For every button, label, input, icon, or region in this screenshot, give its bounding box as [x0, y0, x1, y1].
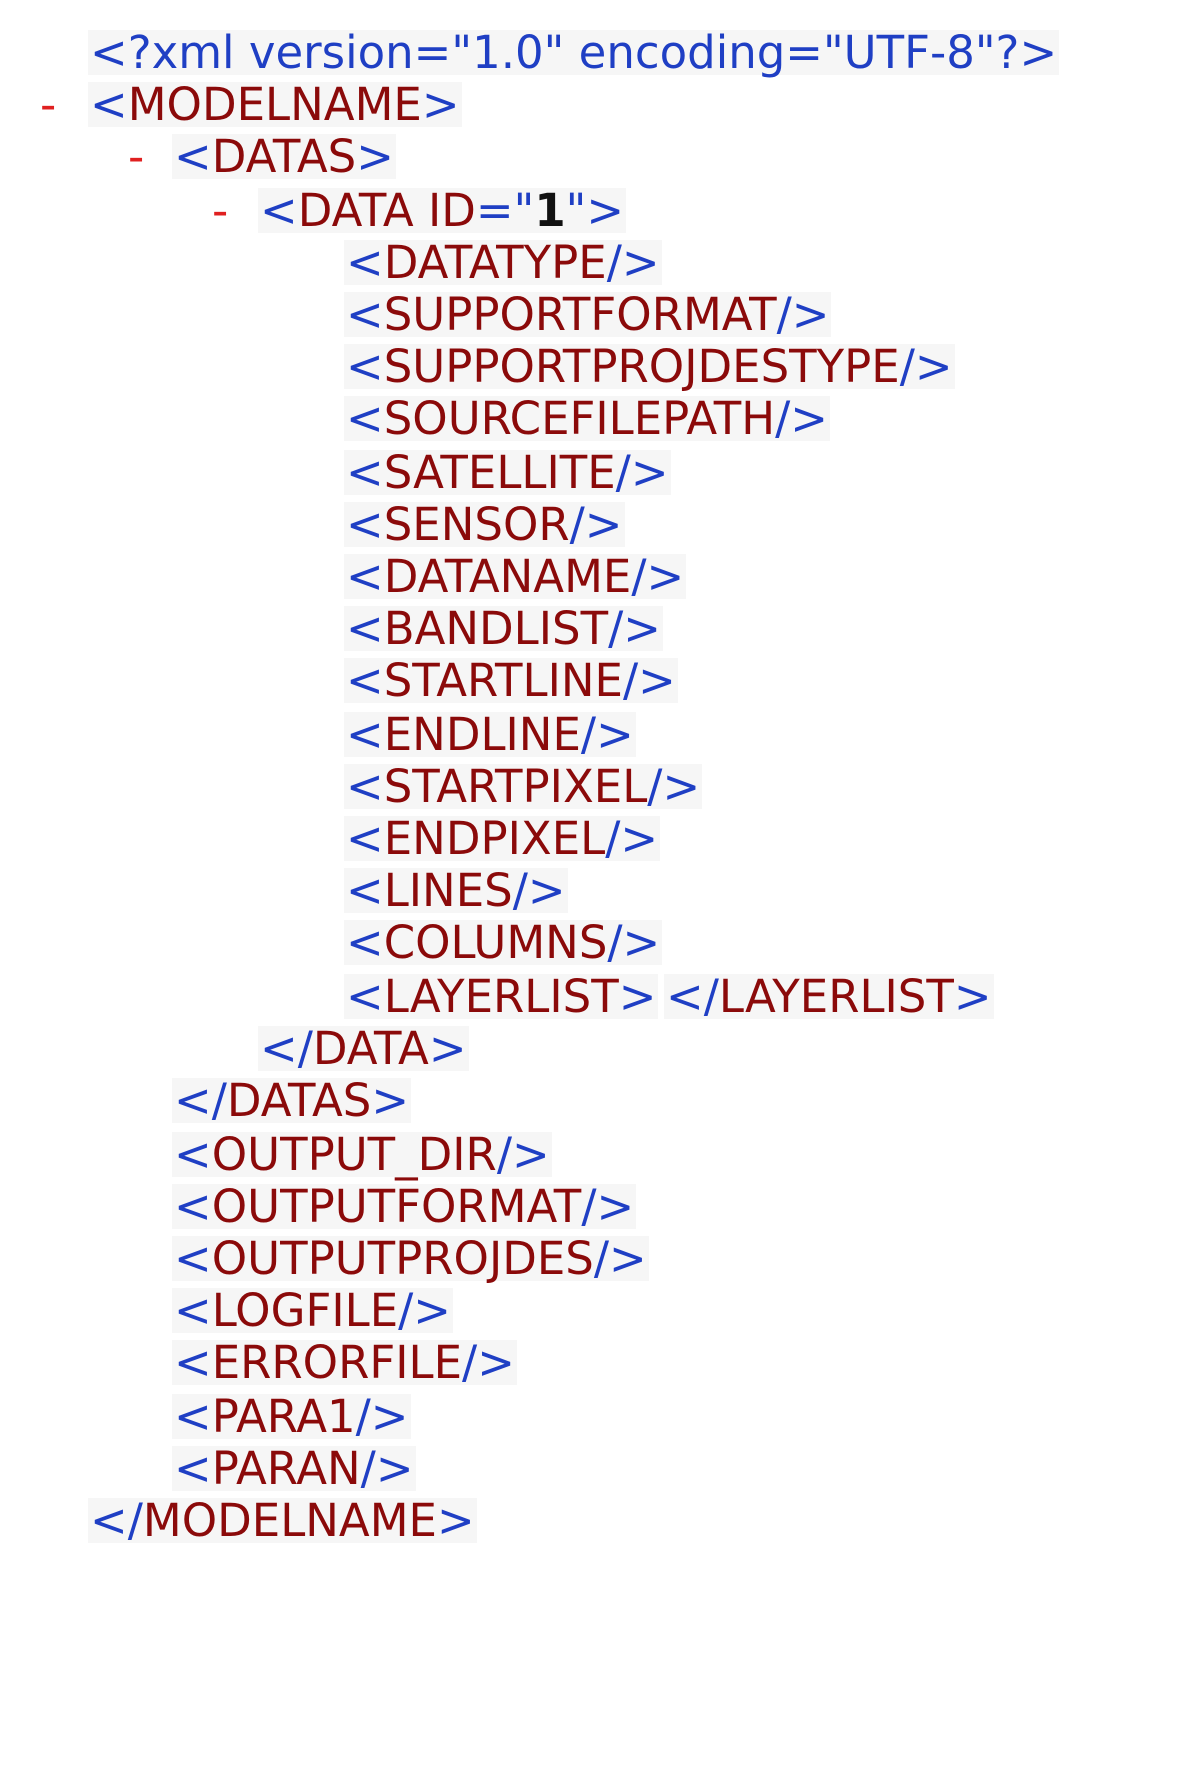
- xml-declaration: <?xml version="1.0" encoding="UTF-8"?>: [88, 26, 1060, 79]
- data-close-tag-name: DATA: [312, 1022, 429, 1075]
- self-closing-tag[interactable]: <ERRORFILE/>: [172, 1336, 517, 1389]
- data-attr-name: ID: [427, 184, 476, 237]
- tag-name: ENDLINE: [383, 708, 581, 761]
- modelname-close-tag-name: MODELNAME: [142, 1494, 437, 1547]
- collapse-datas-toggle[interactable]: -: [128, 130, 145, 183]
- modelname-close-tag[interactable]: </MODELNAME>: [88, 1494, 477, 1547]
- tag-name: PARA1: [211, 1390, 356, 1443]
- tag-name: SUPPORTPROJDESTYPE: [383, 340, 900, 393]
- tag-name: SATELLITE: [383, 446, 616, 499]
- tag-name: DATATYPE: [383, 236, 607, 289]
- tag-name: OUTPUTPROJDES: [211, 1232, 594, 1285]
- tag-name: STARTPIXEL: [383, 760, 648, 813]
- tag-name: SOURCEFILEPATH: [383, 392, 776, 445]
- tag-name: COLUMNS: [383, 916, 608, 969]
- self-closing-tag[interactable]: <OUTPUT_DIR/>: [172, 1128, 552, 1181]
- datas-tag-name: DATAS: [211, 130, 357, 183]
- data-close-tag[interactable]: </DATA>: [258, 1022, 469, 1075]
- tag-name: OUTPUTFORMAT: [211, 1180, 582, 1233]
- self-closing-tag[interactable]: <OUTPUTPROJDES/>: [172, 1232, 649, 1285]
- layerlist-close-tag-name: LAYERLIST: [718, 970, 954, 1023]
- modelname-tag-name: MODELNAME: [127, 78, 422, 131]
- tag-name: DATANAME: [383, 550, 632, 603]
- layerlist-close-tag[interactable]: </LAYERLIST>: [664, 970, 994, 1023]
- datas-close-tag[interactable]: </DATAS>: [172, 1074, 412, 1127]
- data-open-tag[interactable]: <DATA ID="1">: [258, 184, 627, 237]
- tag-name: LINES: [383, 864, 513, 917]
- self-closing-tag[interactable]: <STARTLINE/>: [344, 654, 678, 707]
- data-attr-value: 1: [534, 184, 566, 237]
- self-closing-tag[interactable]: <OUTPUTFORMAT/>: [172, 1180, 637, 1233]
- data-tag-name: DATA: [297, 184, 414, 237]
- layerlist-open-tag[interactable]: <LAYERLIST>: [344, 970, 659, 1023]
- self-closing-tag[interactable]: <DATATYPE/>: [344, 236, 662, 289]
- self-closing-tag[interactable]: <BANDLIST/>: [344, 602, 663, 655]
- self-closing-tag[interactable]: <DATANAME/>: [344, 550, 687, 603]
- collapse-data-toggle[interactable]: -: [212, 184, 229, 237]
- tag-name: SUPPORTFORMAT: [383, 288, 777, 341]
- collapse-modelname-toggle[interactable]: -: [40, 78, 57, 131]
- self-closing-tag[interactable]: <PARAN/>: [172, 1442, 416, 1495]
- tag-name: ERRORFILE: [211, 1336, 463, 1389]
- self-closing-tag[interactable]: <SUPPORTPROJDESTYPE/>: [344, 340, 955, 393]
- tag-name: LOGFILE: [211, 1284, 399, 1337]
- tag-name: PARAN: [211, 1442, 361, 1495]
- tag-name: SENSOR: [383, 498, 570, 551]
- self-closing-tag[interactable]: <PARA1/>: [172, 1390, 411, 1443]
- self-closing-tag[interactable]: <LOGFILE/>: [172, 1284, 454, 1337]
- self-closing-tag[interactable]: <LINES/>: [344, 864, 568, 917]
- datas-open-tag[interactable]: <DATAS>: [172, 130, 396, 183]
- self-closing-tag[interactable]: <ENDLINE/>: [344, 708, 636, 761]
- self-closing-tag[interactable]: <SATELLITE/>: [344, 446, 671, 499]
- self-closing-tag[interactable]: <COLUMNS/>: [344, 916, 663, 969]
- self-closing-tag[interactable]: <SENSOR/>: [344, 498, 625, 551]
- tag-name: ENDPIXEL: [383, 812, 606, 865]
- self-closing-tag[interactable]: <ENDPIXEL/>: [344, 812, 661, 865]
- tag-name: OUTPUT_DIR: [211, 1128, 497, 1181]
- datas-close-tag-name: DATAS: [226, 1074, 372, 1127]
- layerlist-tag-name: LAYERLIST: [383, 970, 619, 1023]
- self-closing-tag[interactable]: <SOURCEFILEPATH/>: [344, 392, 830, 445]
- self-closing-tag[interactable]: <SUPPORTFORMAT/>: [344, 288, 832, 341]
- self-closing-tag[interactable]: <STARTPIXEL/>: [344, 760, 703, 813]
- tag-name: BANDLIST: [383, 602, 609, 655]
- tag-name: STARTLINE: [383, 654, 623, 707]
- modelname-open-tag[interactable]: <MODELNAME>: [88, 78, 462, 131]
